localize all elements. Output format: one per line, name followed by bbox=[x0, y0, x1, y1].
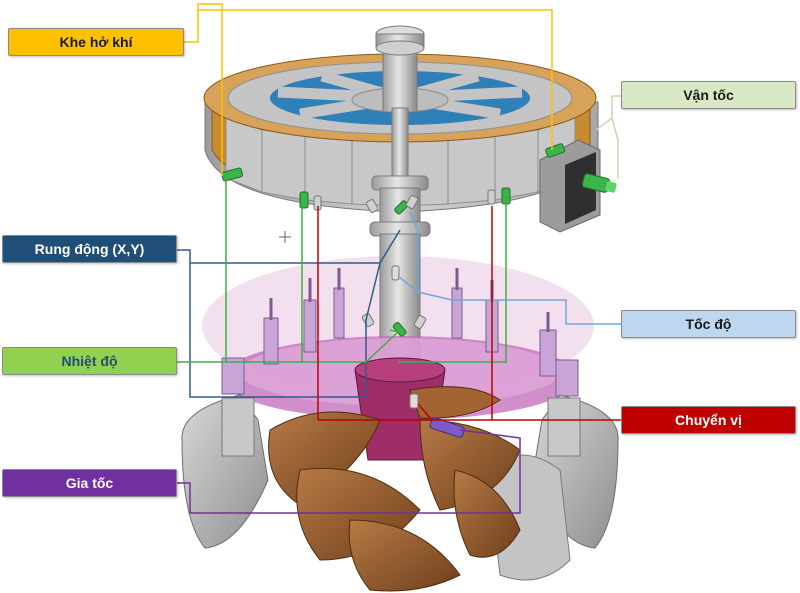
label-acceleration-text: Gia tốc bbox=[65, 475, 114, 491]
label-temperature: Nhiệt độ bbox=[2, 347, 177, 375]
label-rpm-text: Tốc độ bbox=[685, 316, 732, 332]
leader-lines bbox=[177, 3, 621, 514]
label-air-gap: Khe hở khí bbox=[8, 28, 184, 56]
label-acceleration: Gia tốc bbox=[2, 469, 177, 497]
label-speed: Vận tốc bbox=[621, 81, 796, 109]
crosshair-cursor-icon bbox=[279, 231, 291, 243]
label-rpm: Tốc độ bbox=[621, 310, 796, 338]
label-temperature-text: Nhiệt độ bbox=[61, 353, 118, 369]
turbine-runner bbox=[181, 268, 619, 592]
label-displacement: Chuyển vị bbox=[621, 406, 796, 434]
label-displacement-text: Chuyển vị bbox=[675, 412, 742, 428]
label-vibration-text: Rung động (X,Y) bbox=[34, 241, 145, 257]
label-vibration: Rung động (X,Y) bbox=[2, 235, 177, 263]
label-air-gap-text: Khe hở khí bbox=[59, 34, 133, 50]
label-speed-text: Vận tốc bbox=[683, 87, 734, 103]
